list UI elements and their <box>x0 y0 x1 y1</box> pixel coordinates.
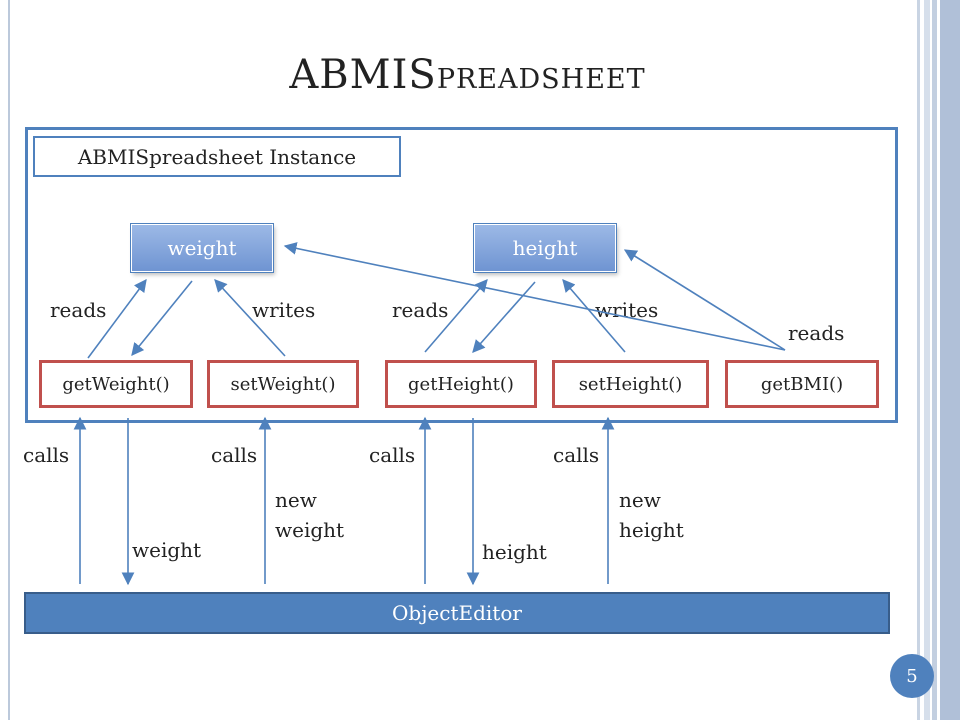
bmi-reads-weight-arrow <box>283 242 786 351</box>
slide-title: ABMISPREADSHEET <box>0 52 935 98</box>
reads-bmi-label: reads <box>788 321 845 345</box>
height-to-getheight-arrow <box>472 281 536 353</box>
slide-frame-band <box>932 0 937 720</box>
set-height-method: setHeight() <box>552 360 709 408</box>
weight-return-label: weight <box>132 538 202 562</box>
instance-container <box>25 127 898 423</box>
writes-weight-arrow <box>214 279 286 357</box>
height-return-label: height <box>482 540 547 564</box>
page-number-badge: 5 <box>890 654 934 698</box>
writes-height-label: writes <box>595 298 659 322</box>
object-editor-bar: ObjectEditor <box>24 592 890 634</box>
slide-frame-band <box>940 0 960 720</box>
title-small-caps: PREADSHEET <box>436 64 646 95</box>
new-height-label: new height <box>619 488 684 542</box>
new-weight-label: new weight <box>275 488 345 542</box>
slide-frame-band <box>917 0 920 720</box>
writes-height-arrow <box>562 279 626 353</box>
reads-height-arrow <box>424 279 488 353</box>
get-bmi-method: getBMI() <box>725 360 879 408</box>
slide-frame-band <box>924 0 930 720</box>
title-main: ABMIS <box>289 52 437 98</box>
calls-label: calls <box>211 443 258 467</box>
reads-height-label: reads <box>392 298 449 322</box>
calls-label: calls <box>369 443 416 467</box>
reads-weight-label: reads <box>50 298 107 322</box>
get-weight-method: getWeight() <box>39 360 193 408</box>
weight-variable: weight <box>131 224 273 272</box>
weight-to-getweight-arrow <box>131 280 193 356</box>
slide-frame-left-line <box>8 0 10 720</box>
instance-label: ABMISpreadsheet Instance <box>33 136 401 177</box>
calls-label: calls <box>553 443 600 467</box>
get-height-method: getHeight() <box>385 360 537 408</box>
reads-weight-arrow <box>87 278 147 359</box>
writes-weight-label: writes <box>252 298 316 322</box>
calls-label: calls <box>23 443 70 467</box>
set-weight-method: setWeight() <box>207 360 359 408</box>
bmi-reads-height-arrow <box>623 249 786 351</box>
height-variable: height <box>474 224 616 272</box>
